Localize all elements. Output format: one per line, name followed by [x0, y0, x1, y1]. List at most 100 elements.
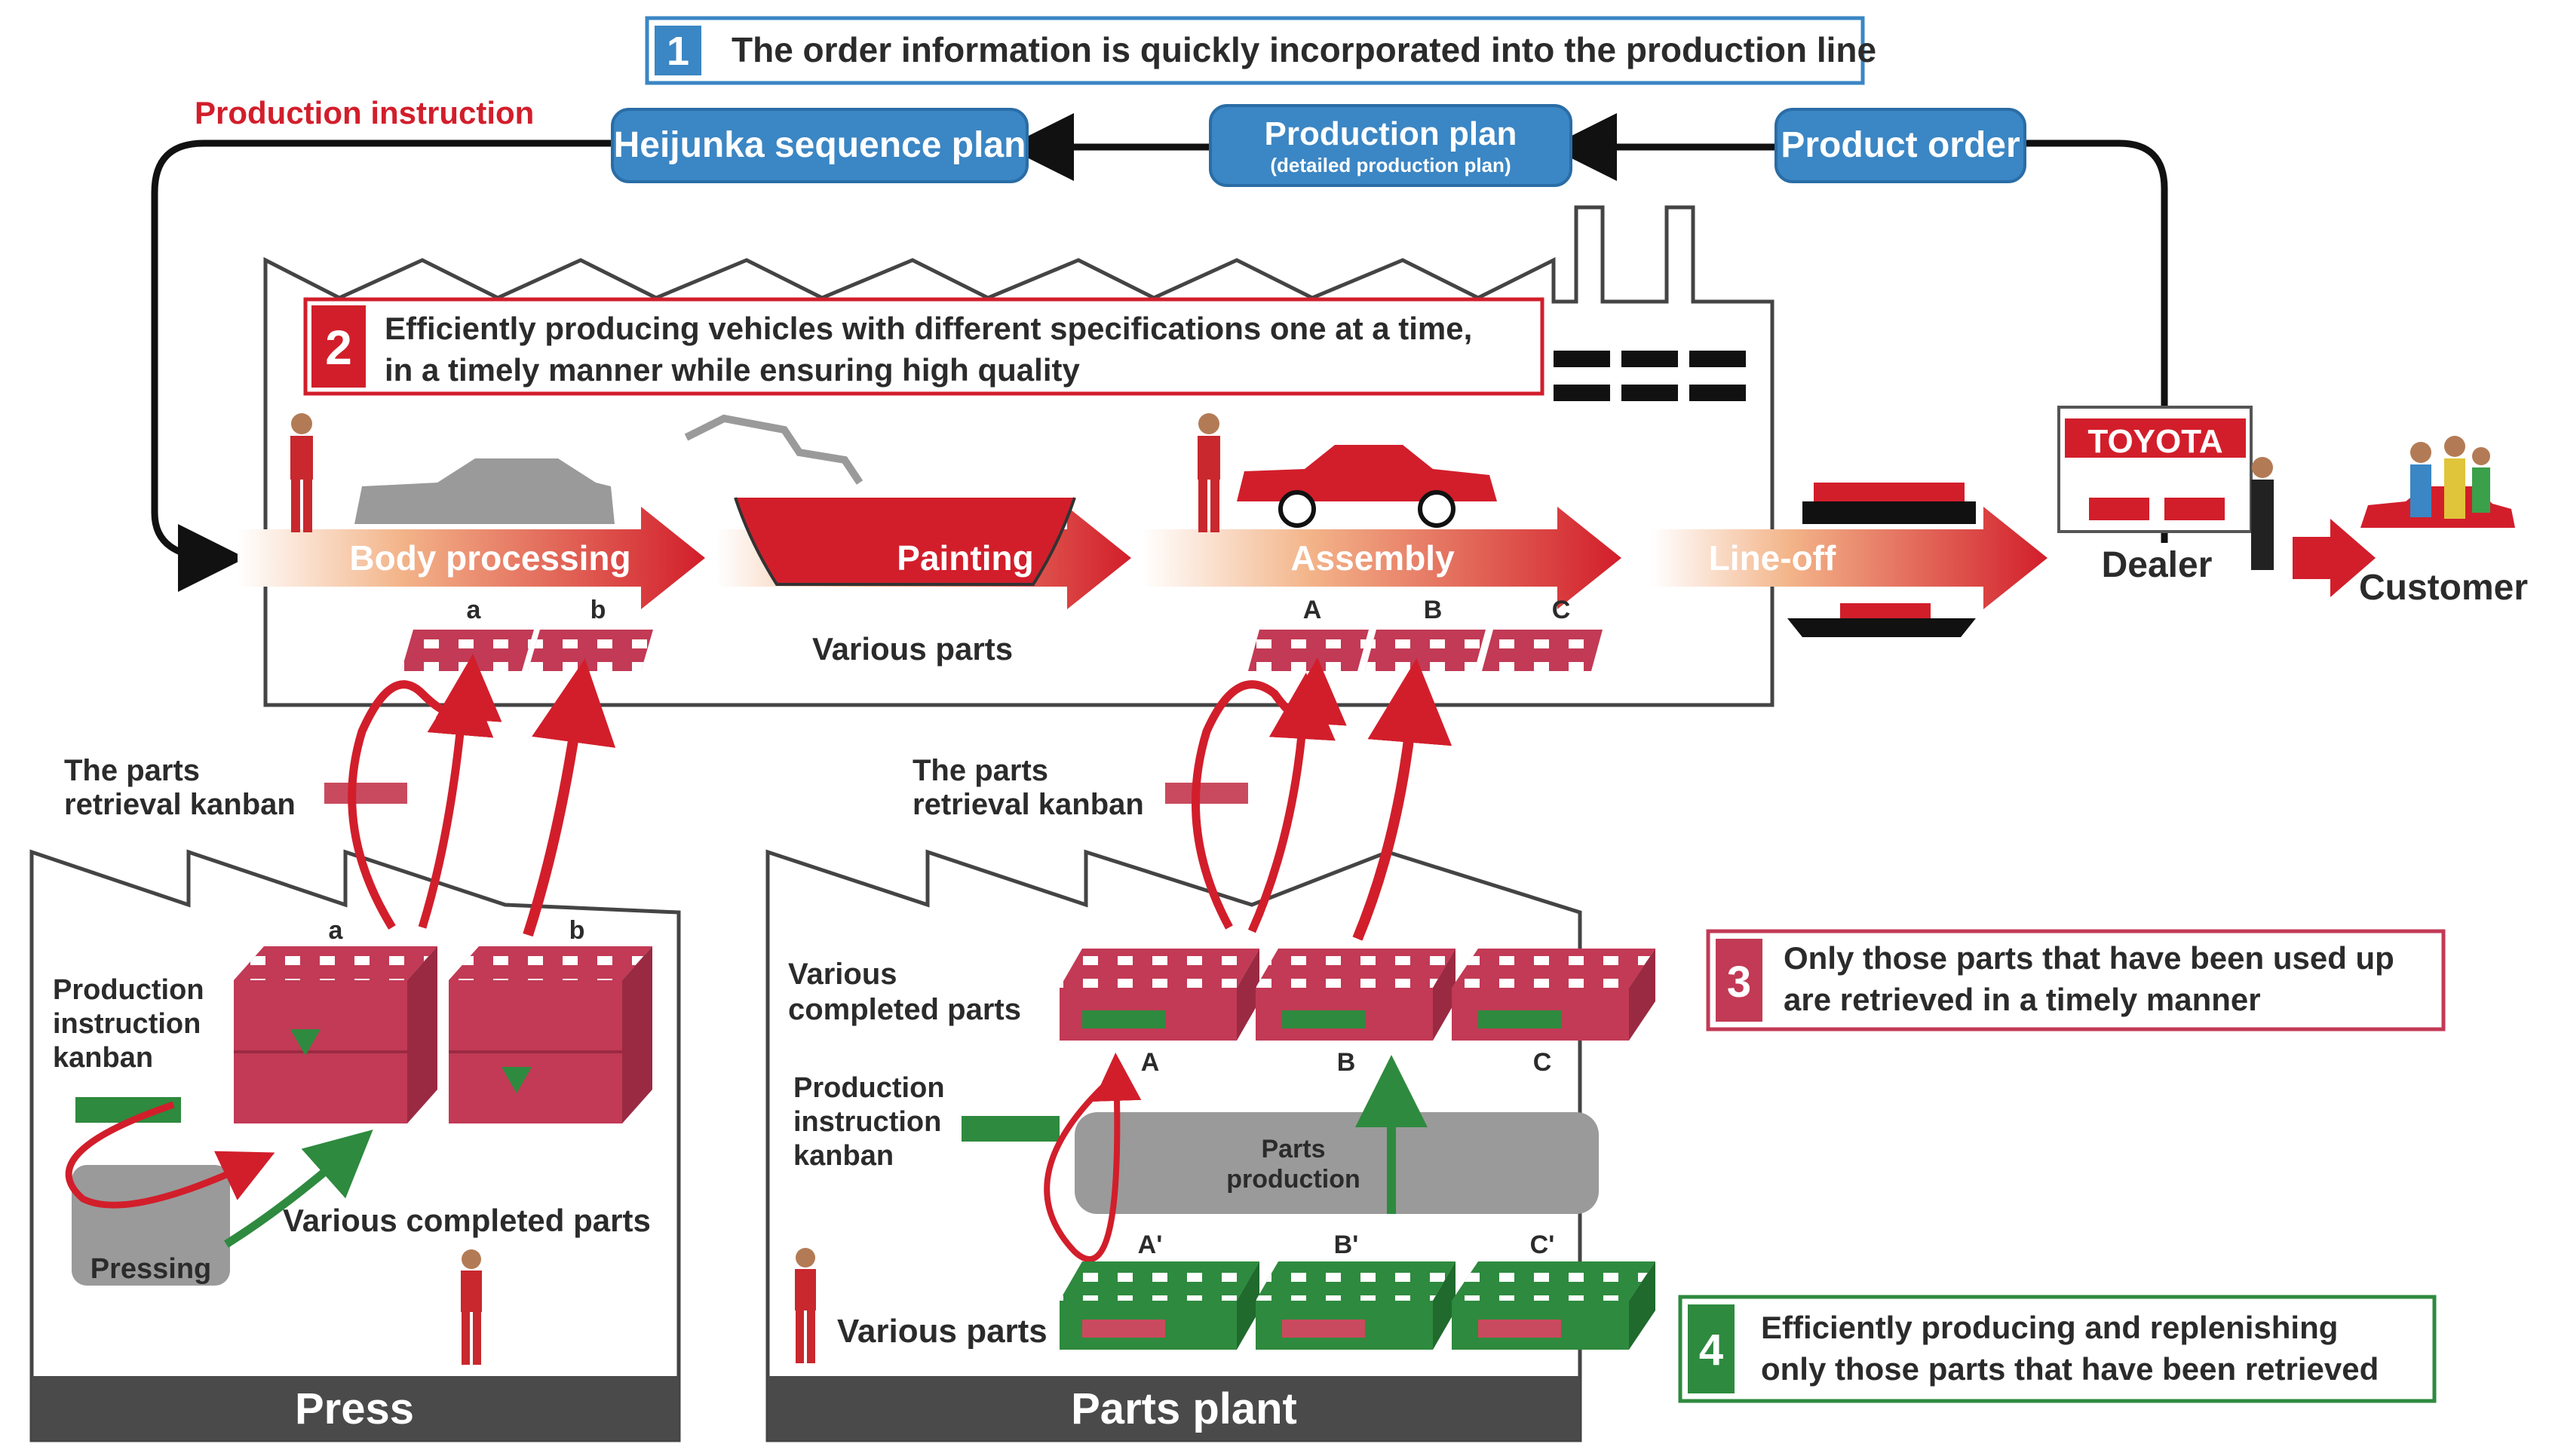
production-instruction-label: Production instruction	[195, 95, 534, 130]
press-crate-b: b	[449, 916, 652, 1123]
pp-pik-2: instruction	[793, 1106, 941, 1138]
line-off-label: Line-off	[1709, 538, 1836, 578]
step1-text: The order information is quickly incorpo…	[732, 30, 1876, 69]
step1-banner: 1 The order information is quickly incor…	[645, 16, 1876, 85]
svg-text:B: B	[1337, 1048, 1356, 1077]
pp-completed-1: Various	[788, 958, 897, 991]
svg-text:a: a	[329, 916, 344, 945]
line-off-arrow: Line-off	[1652, 507, 2047, 609]
press-kanban-label-1: The parts	[64, 754, 200, 787]
step3-line2: are retrieved in a timely manner	[1784, 982, 2261, 1017]
step4-number: 4	[1699, 1326, 1723, 1375]
step4-line2: only those parts that have been retrieve…	[1761, 1351, 2379, 1387]
car-body-icon	[354, 458, 615, 524]
pp-crate-C: C	[1452, 949, 1655, 1077]
worker-icon	[461, 1249, 482, 1365]
parts-plant-footer: Parts plant	[1071, 1384, 1297, 1433]
product-order-box: Product order	[1774, 108, 2026, 183]
ship-icon	[1787, 603, 1976, 637]
svg-text:C': C'	[1530, 1231, 1555, 1259]
pp-pik-3: kanban	[793, 1140, 894, 1172]
body-processing-label: Body processing	[349, 538, 630, 578]
press-crate-a: a	[234, 916, 437, 1123]
production-instruction-kanban-card	[962, 1116, 1060, 1142]
worker-icon	[290, 413, 313, 532]
truck-icon	[1802, 483, 1976, 524]
svg-text:b: b	[569, 916, 585, 945]
pp-pik-1: Production	[793, 1072, 945, 1104]
pp-crate-A: A	[1060, 949, 1259, 1077]
painting-various-parts: Various parts	[812, 631, 1013, 667]
step4-line1: Efficiently producing and replenishing	[1761, 1310, 2338, 1345]
step2-banner: 2 Efficiently producing vehicles with di…	[303, 297, 1544, 396]
pp-kanban-label-1: The parts	[913, 754, 1048, 787]
step1-number: 1	[667, 29, 689, 74]
svg-text:B': B'	[1334, 1231, 1359, 1259]
svg-text:A': A'	[1138, 1231, 1163, 1259]
press-completed-label: Various completed parts	[283, 1203, 651, 1238]
pressing-label: Pressing	[90, 1253, 212, 1285]
pp-crate-A-prime: A'	[1060, 1231, 1259, 1350]
pp-crate-B-prime: B'	[1256, 1231, 1455, 1350]
parts-production-machine: Parts production	[1075, 1112, 1599, 1214]
painting-label: Painting	[897, 538, 1033, 578]
retrieval-kanban-card	[1165, 783, 1248, 804]
step2-line1: Efficiently producing vehicles with diff…	[385, 311, 1472, 346]
pp-crate-C-prime: C'	[1452, 1231, 1655, 1350]
production-plan-label: Production plan	[1265, 115, 1517, 152]
step3-line1: Only those parts that have been used up	[1784, 940, 2394, 976]
press-kanban-label-2: retrieval kanban	[64, 788, 296, 821]
svg-text:C: C	[1552, 596, 1571, 624]
svg-text:B: B	[1424, 596, 1443, 624]
dealer-label: Dealer	[2102, 545, 2213, 585]
retrieval-arrows	[348, 654, 1452, 941]
svg-text:a: a	[467, 596, 482, 624]
pressing-machine: Pressing	[72, 1165, 230, 1286]
step3-box: 3 Only those parts that have been used u…	[1706, 929, 2446, 1031]
svg-text:A: A	[1303, 596, 1322, 624]
toyota-sign: TOYOTA	[2087, 423, 2222, 460]
pp-various-parts-label: Various parts	[837, 1313, 1048, 1350]
dealer-to-customer-arrow	[2293, 519, 2376, 597]
step2-line2: in a timely manner while ensuring high q…	[385, 352, 1080, 388]
pp-kanban-label-2: retrieval kanban	[913, 788, 1144, 821]
svg-text:b: b	[590, 596, 606, 624]
heijunka-plan-box: Heijunka sequence plan	[611, 108, 1029, 183]
order-flow: Production instruction Heijunka sequence…	[151, 95, 2168, 592]
parts-production-label-2: production	[1226, 1165, 1360, 1194]
parts-production-label-1: Parts	[1261, 1135, 1325, 1163]
press-pik-2: instruction	[53, 1008, 201, 1040]
car-body-frame-icon	[684, 414, 863, 485]
production-plan-box: Production plan (detailed production pla…	[1209, 104, 1572, 187]
step4-box: 4 Efficiently producing and replenishing…	[1678, 1295, 2437, 1403]
factory-windows	[1554, 351, 1746, 401]
parts-plant-building: Parts plant The parts retrieval kanban V…	[765, 754, 1655, 1442]
body-processing-arrow: Body processing	[238, 507, 705, 609]
pp-completed-2: completed parts	[788, 993, 1021, 1026]
heijunka-label: Heijunka sequence plan	[614, 125, 1026, 165]
pp-crate-B: B	[1256, 949, 1455, 1077]
production-plan-sublabel: (detailed production plan)	[1270, 154, 1511, 176]
press-building: Press The parts retrieval kanban Product…	[29, 754, 681, 1442]
product-order-label: Product order	[1781, 125, 2020, 165]
press-pik-3: kanban	[53, 1042, 153, 1074]
step2-number: 2	[325, 320, 352, 375]
svg-text:A: A	[1141, 1048, 1160, 1077]
production-line: Body processing Painting Various parts A…	[238, 497, 2376, 667]
parts-crate-C: C	[1482, 596, 1603, 671]
svg-text:C: C	[1533, 1048, 1552, 1077]
painting-arrow: Painting Various parts	[716, 497, 1131, 667]
retrieval-kanban-card	[324, 783, 407, 804]
customer: Customer	[2359, 436, 2528, 608]
worker-icon	[795, 1248, 816, 1363]
assembly-arrow: Assembly	[1143, 507, 1621, 609]
car-assembled-icon	[1237, 445, 1497, 528]
worker-icon	[1198, 413, 1220, 532]
press-footer: Press	[295, 1384, 414, 1433]
customer-label: Customer	[2359, 568, 2528, 608]
press-pik-1: Production	[53, 974, 204, 1006]
assembly-label: Assembly	[1290, 538, 1455, 578]
dealer: TOYOTA Dealer	[2057, 406, 2274, 585]
